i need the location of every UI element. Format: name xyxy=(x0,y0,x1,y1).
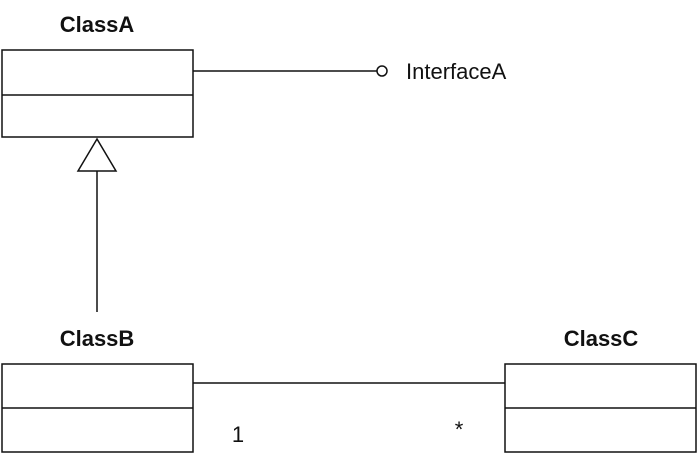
class-b-name: ClassB xyxy=(60,326,135,351)
class-b[interactable]: ClassB xyxy=(1,326,194,453)
class-c-name: ClassC xyxy=(564,326,639,351)
class-a-name: ClassA xyxy=(60,12,135,37)
class-a-box xyxy=(1,49,194,138)
interface-lollipop-icon xyxy=(376,65,388,77)
interface-a-name[interactable]: InterfaceA xyxy=(406,59,507,84)
multiplicity-right: * xyxy=(455,417,464,442)
multiplicity-left: 1 xyxy=(232,422,244,447)
class-c[interactable]: ClassC xyxy=(504,326,697,453)
generalization-triangle-icon xyxy=(76,137,118,172)
class-a[interactable]: ClassA xyxy=(1,12,194,138)
